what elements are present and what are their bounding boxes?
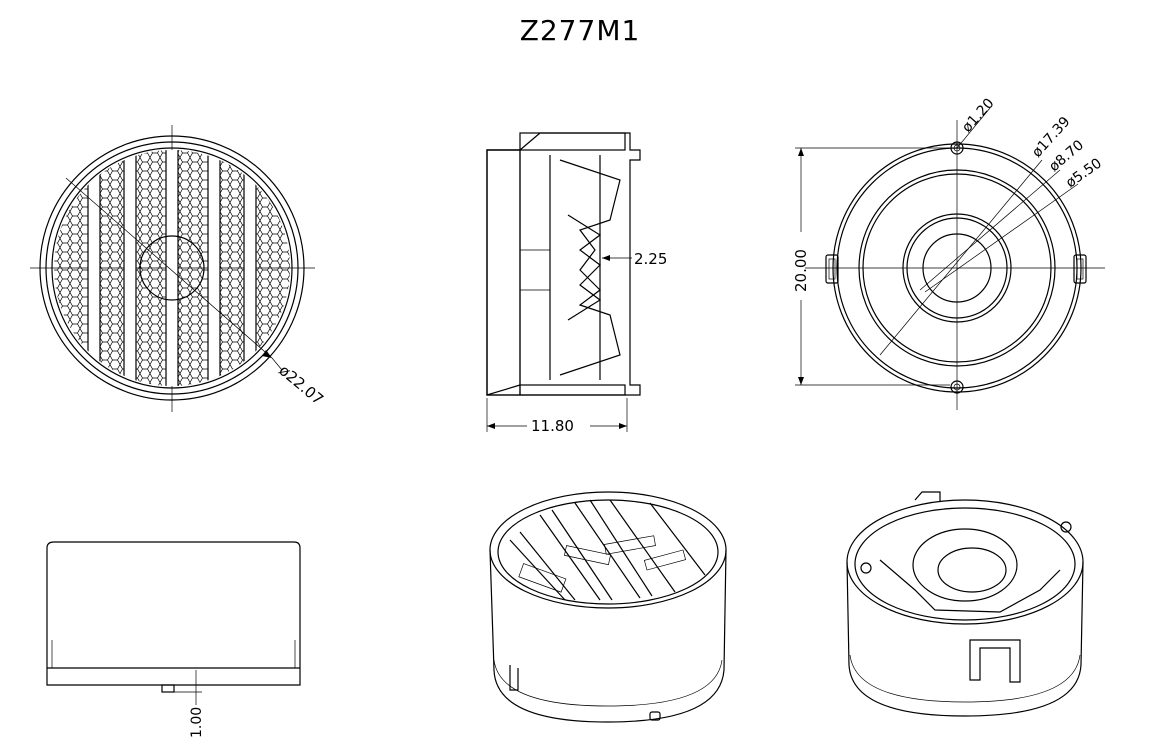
drawing-title: Z277M1 xyxy=(519,14,641,47)
back-view: ø1.20 ø17.39 ø8.70 ø5.50 20.00 xyxy=(792,95,1105,410)
side-elevation-view: 1.00 xyxy=(46,541,301,738)
front-diameter-label: ø22.07 xyxy=(275,361,327,408)
isometric-view-grille xyxy=(489,491,727,723)
side-section-view: 2.25 11.80 xyxy=(486,132,667,435)
back-height-label: 20.00 xyxy=(792,249,810,292)
back-hole-label: ø1.20 xyxy=(959,95,997,135)
isometric-view-back xyxy=(846,491,1084,717)
bottom-pin-label: 1.00 xyxy=(189,707,205,738)
front-view: ø22.07 xyxy=(30,125,327,412)
side-width-label: 11.80 xyxy=(531,417,574,435)
side-height-label: 2.25 xyxy=(634,250,667,268)
